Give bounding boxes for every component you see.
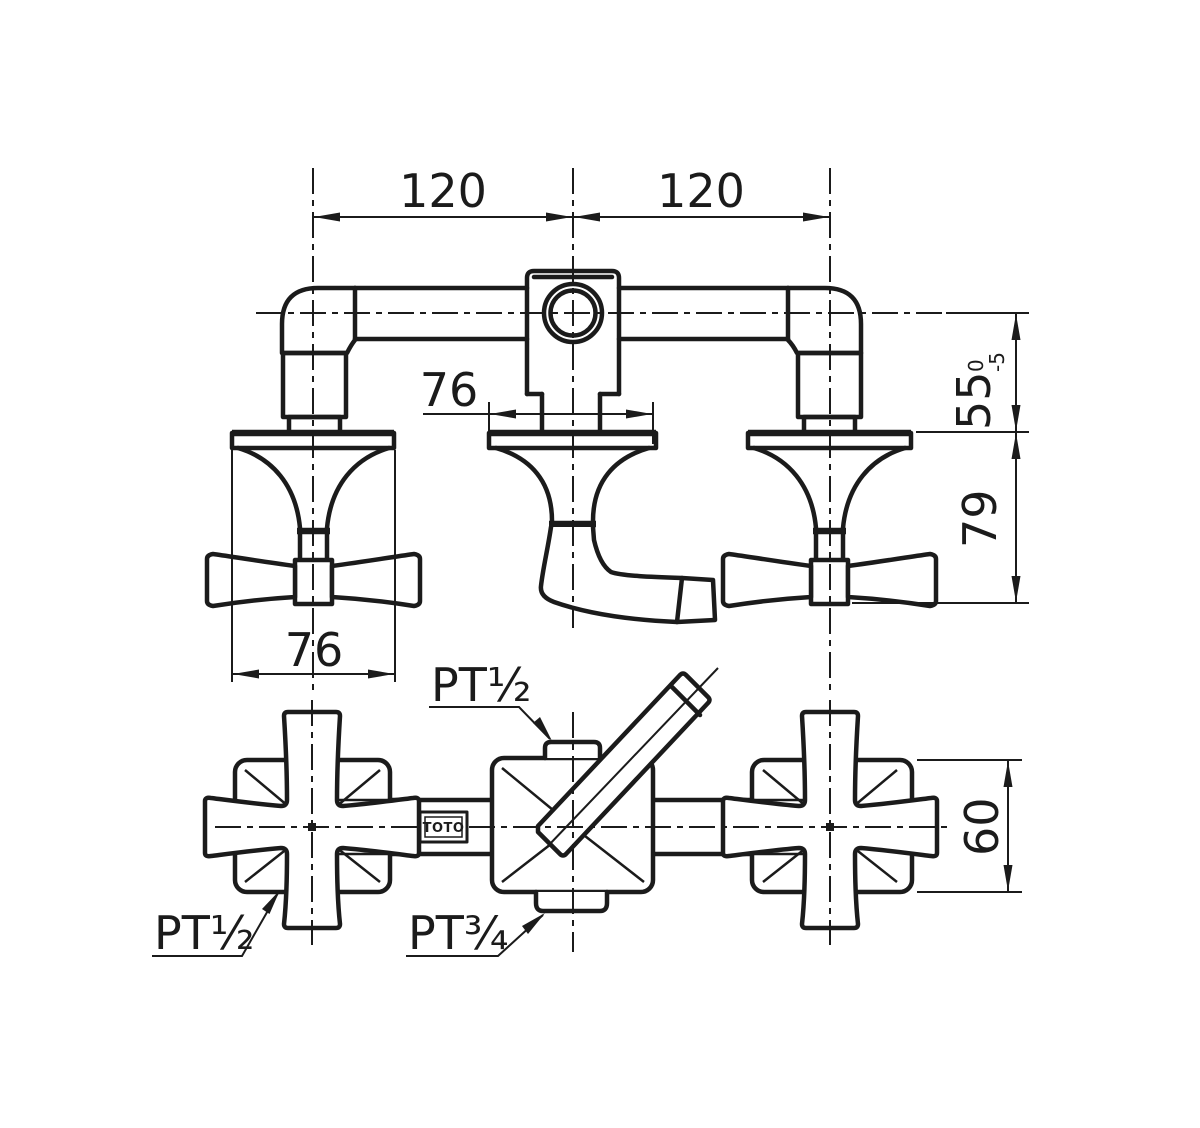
- dim-body-depth: 60: [917, 759, 1022, 893]
- dim-120-right-label: 120: [657, 164, 745, 218]
- front-centerlines: [256, 168, 946, 690]
- spout-body: [538, 524, 718, 625]
- dim-60-arrow-bottom: [1003, 865, 1013, 891]
- dim-76l-arrow-right: [368, 669, 394, 679]
- port-labels: PT½ PT½ PT¾: [152, 658, 552, 960]
- toto-badge-inner: [424, 816, 463, 838]
- left-elbow-assembly: [279, 285, 358, 436]
- dim-79-arrow-top: [1011, 433, 1021, 459]
- spout-plan: [535, 671, 712, 858]
- dim-76l-arrow-left: [233, 669, 259, 679]
- port-top-label: PT½: [431, 658, 531, 712]
- center-body-plan: [489, 667, 719, 914]
- left-handle-front: [204, 445, 423, 609]
- dim-60-arrow-top: [1003, 761, 1013, 787]
- arrow-center-right: [574, 212, 600, 222]
- dim-60-label: 60: [955, 797, 1009, 856]
- port-bottom-arrow: [522, 913, 545, 934]
- port-handle-arrow: [262, 890, 280, 914]
- plan-centerlines: [215, 700, 948, 952]
- dim-55-arrow-bottom: [1011, 405, 1021, 431]
- dim-top: 120 120: [313, 164, 830, 222]
- dim-60-group: 60: [955, 797, 1009, 856]
- left-stem: [297, 531, 330, 563]
- toto-logo-text: TOTO: [423, 821, 465, 836]
- port-handle-label: PT½: [154, 906, 254, 960]
- dim-79-label: 79: [953, 489, 1007, 548]
- bottom-port-nipple: [533, 889, 610, 914]
- spout-axis-line: [547, 667, 719, 847]
- left-elbow: [279, 285, 358, 356]
- dim-55-label: 55: [947, 371, 1001, 430]
- dim-76c-ext: [488, 402, 654, 444]
- right-handle-blade-left: [720, 551, 814, 609]
- center-bell: [493, 445, 652, 524]
- dim-right-stack: 55 0 -5 79: [852, 312, 1029, 604]
- center-diagonals: [501, 767, 645, 883]
- left-valve-body: [280, 350, 349, 420]
- arrow-center-left: [546, 212, 572, 222]
- dim-55-group: 55 0 -5: [947, 352, 1009, 430]
- dim-55-arrow-top: [1011, 314, 1021, 340]
- left-diagonals: [244, 769, 381, 883]
- port-bottom-label: PT¾: [408, 906, 508, 960]
- port-handle-leader: [152, 892, 279, 957]
- dim-76c-arrow-left: [490, 409, 516, 419]
- front-view: 120 120 76 76 55: [204, 164, 1029, 690]
- dim-76c-arrow-right: [626, 409, 652, 419]
- right-diagonals: [762, 769, 898, 883]
- plan-view: TOTO: [152, 658, 1022, 960]
- arrow-left-out: [314, 212, 340, 222]
- dim-60-ext: [917, 759, 1022, 893]
- dim-76l-ext: [231, 450, 396, 682]
- escutcheons: [229, 429, 914, 451]
- toto-badge: TOTO: [418, 810, 469, 844]
- left-handle-blade-left: [204, 551, 298, 609]
- spout-front: [493, 445, 718, 625]
- dim-spout-width: 76: [420, 363, 654, 444]
- port-top-arrow: [533, 717, 552, 741]
- spout-tip-cap: [674, 575, 685, 625]
- plan-pipes: [387, 797, 755, 857]
- left-bell: [235, 445, 392, 531]
- right-handle-blade-right: [845, 551, 939, 609]
- left-handle-blade-right: [329, 551, 423, 609]
- right-bell: [751, 445, 908, 531]
- right-elbow-assembly: [785, 285, 864, 436]
- right-elbow: [785, 285, 864, 356]
- dim-120-left-label: 120: [399, 164, 487, 218]
- dim-79-arrow-bottom: [1011, 576, 1021, 602]
- supply-pipe: [352, 285, 791, 342]
- dim-55-upper-tol: 0: [964, 359, 988, 372]
- dim-76-center-label: 76: [420, 363, 479, 417]
- dim-79-group: 79: [953, 489, 1007, 548]
- arrow-right-out: [803, 212, 829, 222]
- dim-55-lower-tol: -5: [985, 352, 1009, 372]
- right-stem: [813, 531, 846, 563]
